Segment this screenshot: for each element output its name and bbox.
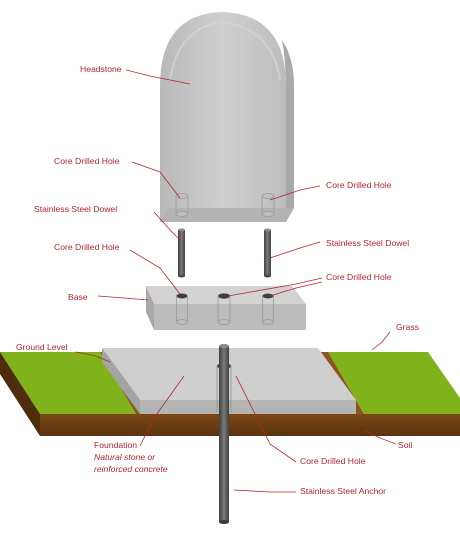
stainless-steel-anchor: [219, 344, 229, 524]
label-core-drilled-hole-base-right: Core Drilled Hole: [326, 272, 392, 282]
label-base: Base: [68, 292, 88, 302]
label-foundation: Foundation: [94, 440, 137, 450]
base-core-hole-center: [217, 293, 231, 325]
label-core-drilled-hole-base-left: Core Drilled Hole: [54, 242, 120, 252]
label-foundation-note-1: Natural stone or: [94, 452, 156, 462]
headstone-core-hole-left: [175, 193, 189, 217]
label-core-drilled-hole-foundation: Core Drilled Hole: [300, 456, 366, 466]
grass-left: [0, 352, 136, 414]
base-slab: [146, 286, 306, 330]
label-headstone: Headstone: [80, 64, 122, 74]
label-core-drilled-hole-headstone-left: Core Drilled Hole: [54, 156, 120, 166]
label-ground-level: Ground Level: [16, 342, 68, 352]
label-foundation-note-2: reinforced concrete: [94, 464, 168, 474]
base-core-hole-left: [176, 293, 188, 325]
label-stainless-steel-dowel-left: Stainless Steel Dowel: [34, 204, 117, 214]
headstone: [160, 12, 294, 222]
label-grass: Grass: [396, 322, 419, 332]
stainless-steel-dowel-right: [264, 228, 271, 278]
label-stainless-steel-anchor: Stainless Steel Anchor: [300, 486, 386, 496]
soil-front: [40, 414, 460, 436]
label-core-drilled-hole-headstone-right: Core Drilled Hole: [326, 180, 392, 190]
grass-right: [328, 352, 460, 414]
label-soil: Soil: [398, 440, 412, 450]
soil-left: [0, 352, 40, 436]
stainless-steel-dowel-left: [178, 228, 185, 278]
base-core-hole-right: [262, 293, 274, 325]
label-stainless-steel-dowel-right: Stainless Steel Dowel: [326, 238, 409, 248]
leader-lines: [75, 69, 397, 493]
